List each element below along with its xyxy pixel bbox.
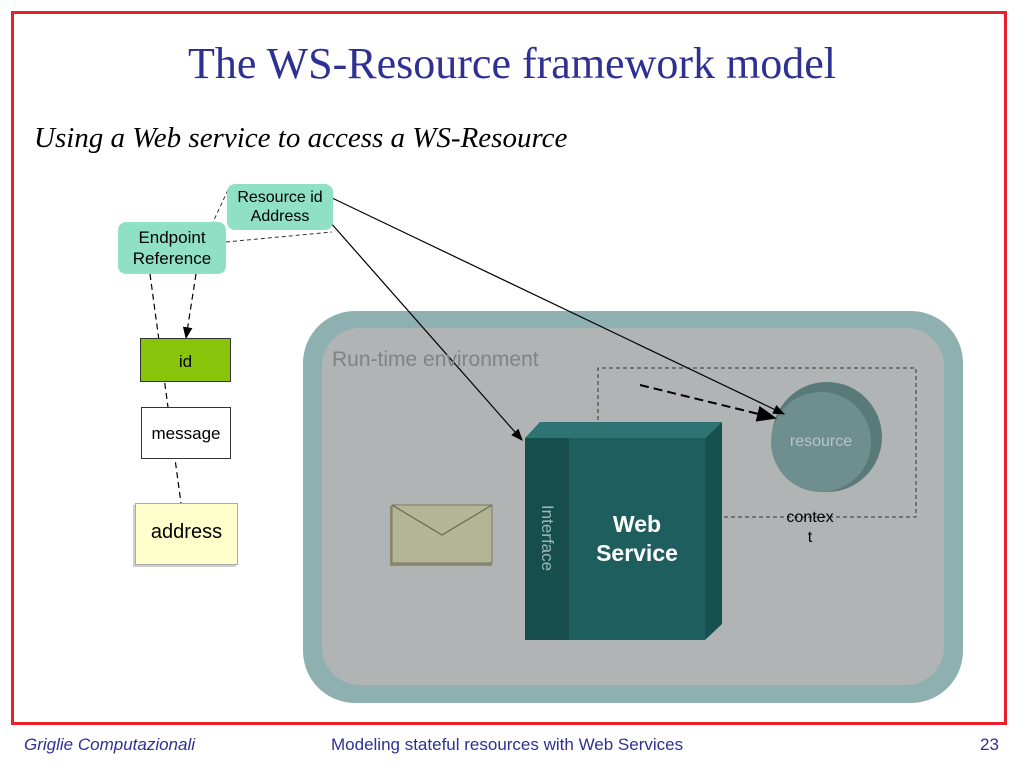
id-box: id xyxy=(140,338,231,382)
dashed-arrow-to-id xyxy=(182,273,197,340)
id-text: id xyxy=(178,352,193,371)
reference-text: Reference xyxy=(132,249,212,268)
dashed-link-top xyxy=(212,189,229,223)
endpoint-reference-box: Endpoint Reference xyxy=(118,222,226,274)
footer-center: Modeling stateful resources with Web Ser… xyxy=(331,735,684,754)
footer-page-number: 23 xyxy=(980,735,999,754)
web-service-box xyxy=(525,422,722,640)
web-text: Web xyxy=(612,511,662,537)
web-service-label: Web Service xyxy=(570,510,704,568)
slide-frame xyxy=(11,11,1007,725)
message-text: message xyxy=(151,423,221,443)
slide-title: The WS-Resource framework model xyxy=(188,39,836,88)
address-box-text: address xyxy=(150,521,223,543)
context-label: contex t xyxy=(772,508,848,548)
endpoint-text: Endpoint xyxy=(138,228,206,247)
resource-id-address-box: Resource id Address xyxy=(227,184,333,230)
footer-left: Griglie Computazionali xyxy=(24,735,196,754)
dashed-arrow-to-resource xyxy=(639,384,777,422)
runtime-environment-label: Run-time environment xyxy=(332,348,539,371)
slide-subtitle: Using a Web service to access a WS-Resou… xyxy=(34,122,568,154)
envelope-icon xyxy=(390,504,493,566)
dashed-link-bottom xyxy=(225,231,333,243)
context-dashed-loop xyxy=(597,367,917,518)
arrow-resource-id-to-resource xyxy=(329,196,786,415)
address-box: address xyxy=(135,503,238,565)
resource-label: resource xyxy=(789,433,853,450)
arrow-address-to-web-service xyxy=(329,221,523,441)
context-text-line1: contex xyxy=(786,509,834,526)
context-text-line2: t xyxy=(807,529,813,546)
resource-id-text: Resource id xyxy=(237,189,323,206)
resource-cylinder xyxy=(771,382,882,492)
dashed-arrow-to-address xyxy=(149,273,187,520)
message-box: message xyxy=(141,407,231,459)
address-text: Address xyxy=(250,208,310,225)
service-text: Service xyxy=(596,540,678,566)
interface-strip xyxy=(525,438,569,640)
interface-label: Interface xyxy=(538,504,557,572)
